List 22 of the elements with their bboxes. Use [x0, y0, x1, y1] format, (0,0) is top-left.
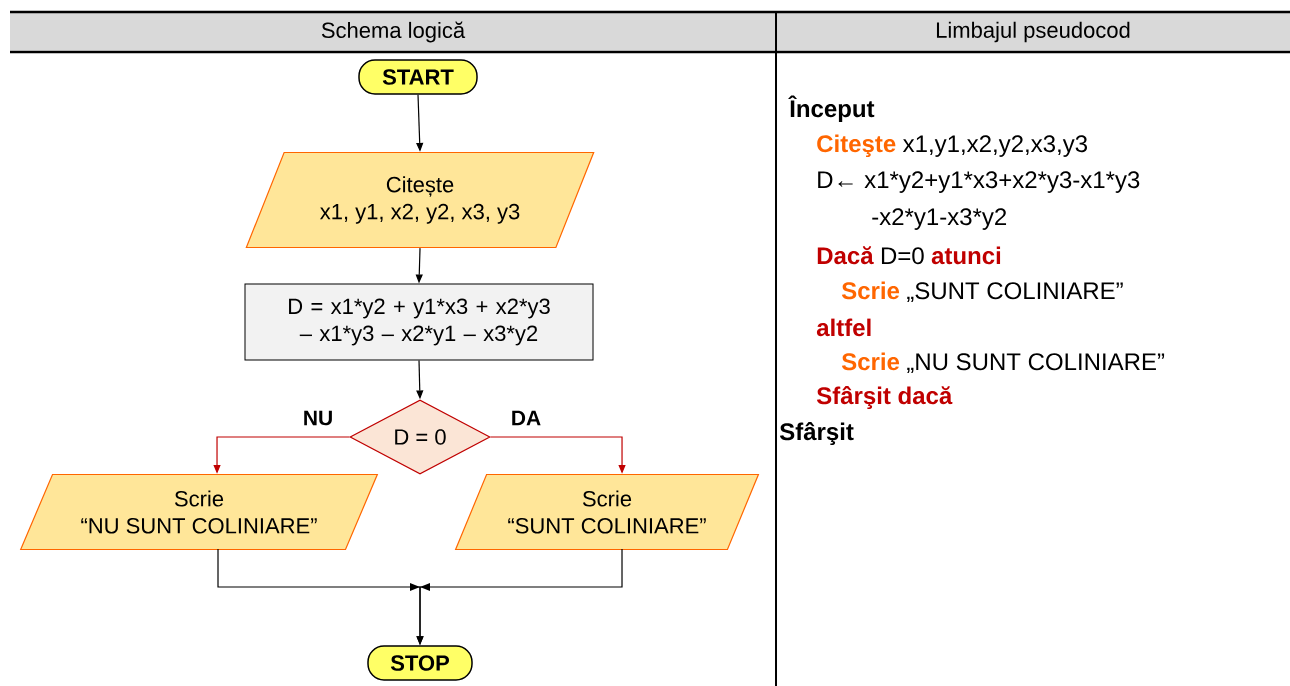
pseudocode-text: „NU SUNT COLINIARE”: [907, 353, 1165, 374]
terminal-box: START: [358, 59, 478, 95]
pseudocode-text: D← x1*y2+y1*x3+x2*y3-x1*y3: [818, 171, 1140, 193]
pseudocode-keyword: Sfârşit: [779, 422, 854, 445]
pseudocode-keyword: atunci: [931, 246, 1001, 265]
pseudocode-keyword: Dacă: [817, 246, 874, 265]
input-output-box: Citește x1, y1, x2, y2, x3, y3: [245, 151, 595, 249]
column-header: Limbajul pseudocod: [936, 21, 1130, 43]
pseudocode-text: x1,y1,x2,y2,x3,y3: [902, 135, 1087, 157]
pseudocode-keyword: Sfârşit dacă: [816, 386, 953, 409]
pseudocode-text: „SUNT COLINIARE”: [907, 282, 1123, 303]
edge-label: DA: [512, 410, 541, 426]
pseudocode-keyword: Citeşte: [817, 134, 896, 157]
pseudocode-text: D=0: [881, 247, 924, 265]
pseudocode-text: -x2*y1-x3*y2: [872, 208, 1007, 230]
pseudocode-keyword: altfel: [816, 318, 871, 337]
terminal-box: STOP: [367, 645, 473, 681]
pseudocode-keyword: Scrie: [841, 281, 900, 300]
edge-label: NU: [304, 410, 332, 426]
pseudocode-keyword: Scrie: [841, 352, 900, 371]
process-box: D = x1*y2 + y1*x3 + x2*y3 – x1*y3 – x2*y1 – x3*y2: [244, 283, 594, 361]
pseudocode-keyword: Început: [788, 95, 875, 122]
